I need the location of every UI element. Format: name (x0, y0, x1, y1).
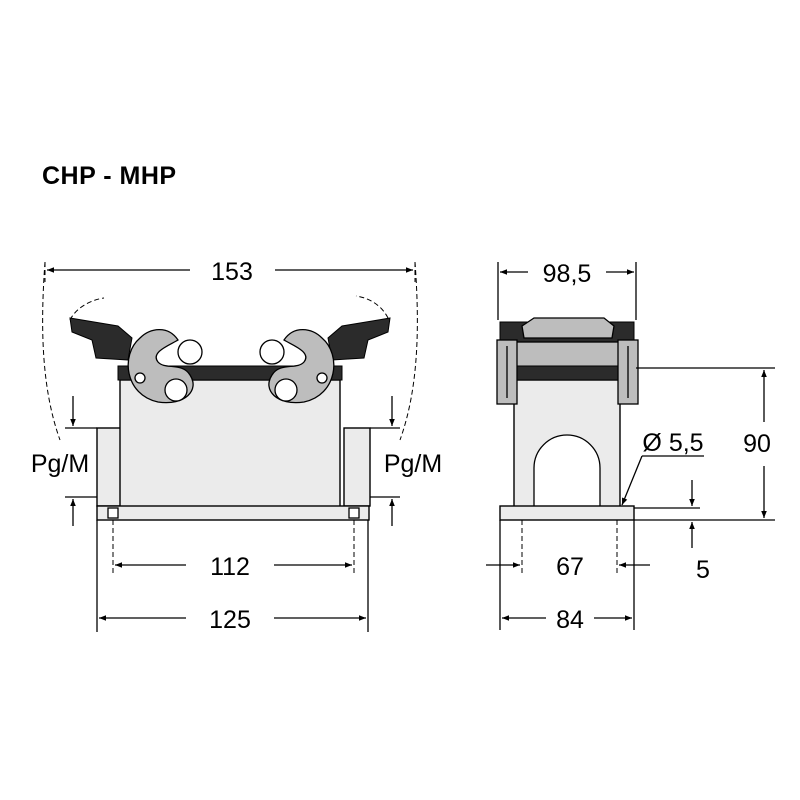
lever-swing-arc-left (42, 261, 61, 441)
base-plate-front (96, 505, 370, 521)
lever-pin-left-bottom (164, 378, 188, 402)
lid-ridge-side (521, 317, 615, 339)
dim-base-width-side: 84 (556, 606, 584, 634)
dim-base-width-front: 125 (209, 606, 251, 634)
cable-entry-side (533, 434, 601, 508)
dim-hole-spacing-front: 112 (210, 553, 250, 581)
front-view: 153 Pg/M Pg/M 112 125 (31, 258, 442, 634)
mounting-hole-right (348, 507, 360, 519)
cable-entry-left (96, 427, 124, 507)
cable-entry-label-left: Pg/M (31, 450, 89, 478)
lever-rivet-left (134, 372, 146, 384)
leader-diameter (621, 455, 643, 506)
dim-hole-spacing-side: 67 (556, 553, 584, 581)
dim-hole-diameter: Ø 5,5 (642, 429, 703, 457)
dim-base-thickness: 5 (696, 556, 710, 584)
dim-overall-width: 153 (211, 258, 253, 286)
cable-entry-label-right: Pg/M (384, 450, 442, 478)
lever-swing-arc-right (399, 261, 418, 441)
lever-pin-right-top (259, 339, 285, 365)
lid-side (499, 341, 635, 369)
side-view: 98,5 90 Ø 5,5 5 67 84 (486, 260, 775, 634)
locking-lever-left (69, 317, 133, 361)
cable-entry-right (343, 427, 371, 507)
base-plate-side (499, 505, 635, 521)
lever-pin-left-top (177, 339, 203, 365)
lever-arc-top-left (69, 297, 105, 321)
drawing-title: CHP - MHP (42, 162, 177, 190)
locking-lever-right (327, 317, 391, 361)
lid-band-side (513, 365, 621, 381)
mounting-hole-left (107, 507, 119, 519)
lever-arc-top-right (355, 295, 389, 319)
lever-pin-right-bottom (274, 378, 298, 402)
lever-rivet-right (316, 372, 328, 384)
dim-top-width-side: 98,5 (543, 260, 592, 288)
dim-height-side: 90 (743, 430, 771, 458)
